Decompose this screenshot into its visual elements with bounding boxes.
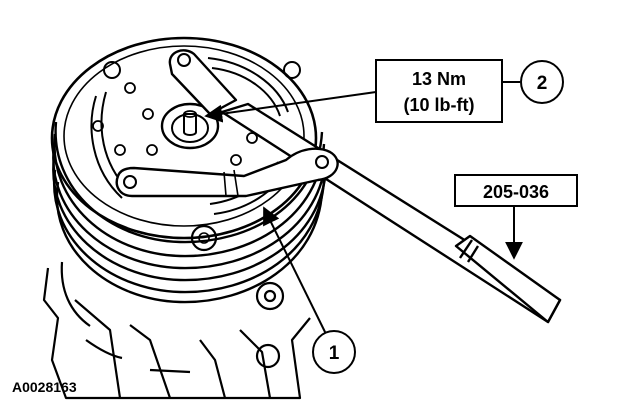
torque-imperial: (10 lb-ft) <box>404 95 475 115</box>
torque-metric: 13 Nm <box>412 69 466 89</box>
callout-1-label: 1 <box>329 343 340 364</box>
tool-number-label: 205-036 <box>483 182 549 202</box>
leader-lines <box>204 81 523 335</box>
leader-torque <box>204 91 377 123</box>
leader-callout-1 <box>263 206 327 335</box>
torque-spec-box: 13 Nm (10 lb-ft) <box>375 59 503 123</box>
holding-tool-205-036 <box>115 49 562 324</box>
callout-2: 2 <box>520 60 564 104</box>
callout-1: 1 <box>312 330 356 374</box>
pulley <box>52 121 328 304</box>
tool-number-box: 205-036 <box>454 174 578 207</box>
figure-id: A0028163 <box>12 379 77 395</box>
compressor-housing <box>42 261 311 400</box>
callout-2-label: 2 <box>537 73 548 94</box>
